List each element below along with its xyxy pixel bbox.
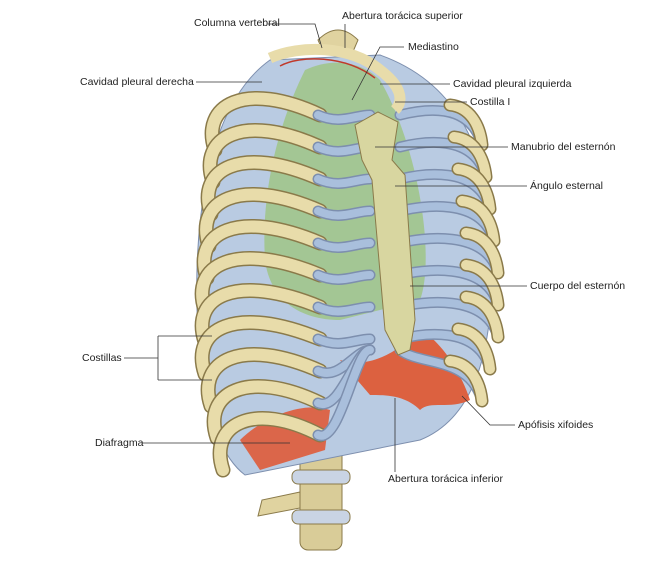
- label-abertura-superior: Abertura torácica superior: [342, 10, 463, 22]
- label-mediastino: Mediastino: [408, 41, 459, 53]
- rib-right: [461, 292, 503, 342]
- label-manubrio: Manubrio del esternón: [511, 141, 616, 153]
- superior-aperture-rim: [279, 58, 376, 79]
- rib-right: [457, 196, 499, 246]
- label-cavidad-pleural-derecha: Cavidad pleural derecha: [80, 76, 194, 88]
- rib-right: [445, 356, 487, 406]
- label-apofisis-xifoides: Apófisis xifoides: [518, 419, 594, 431]
- costal-cartilage-left: [314, 175, 374, 188]
- label-cuerpo-esternon: Cuerpo del esternón: [530, 280, 626, 292]
- diaphragm: [340, 330, 470, 410]
- label-abertura-inferior: Abertura torácica inferior: [388, 473, 503, 485]
- rib-right: [445, 100, 487, 150]
- label-diafragma: Diafragma: [95, 437, 144, 449]
- rib-left: [204, 124, 326, 188]
- label-cavidad-pleural-izquierda: Cavidad pleural izquierda: [453, 78, 572, 90]
- costal-cartilage-left: [314, 335, 374, 348]
- rib-right: [449, 132, 491, 182]
- rib-left: [200, 188, 326, 252]
- rib-left: [214, 412, 326, 476]
- rib-left: [196, 316, 326, 380]
- sternum: [354, 111, 416, 356]
- costal-cartilage-left: [314, 303, 374, 316]
- costal-cartilage-left: [314, 346, 374, 440]
- rib-left: [202, 156, 326, 220]
- costal-cartilage-left: [314, 111, 374, 124]
- rib-right: [453, 164, 495, 214]
- rib-right: [461, 228, 503, 278]
- rib-left: [202, 348, 326, 412]
- rib-right: [453, 324, 495, 374]
- rib-left: [196, 284, 326, 348]
- rib-left: [198, 220, 326, 284]
- first-rib: [267, 43, 406, 114]
- rib-left: [208, 380, 326, 444]
- label-costilla-i: Costilla I: [470, 96, 511, 108]
- label-costillas: Costillas: [82, 352, 122, 364]
- leader-lines: [124, 23, 527, 472]
- rib-right: [461, 260, 503, 310]
- costal-cartilage-left: [314, 271, 374, 284]
- rib-left: [196, 252, 326, 316]
- costal-cartilage-left: [314, 207, 374, 220]
- label-columna-vertebral: Columna vertebral: [194, 17, 280, 29]
- costal-cartilage-left: [314, 239, 374, 252]
- label-angulo-esternal: Ángulo esternal: [530, 180, 603, 192]
- rib-left: [206, 92, 326, 156]
